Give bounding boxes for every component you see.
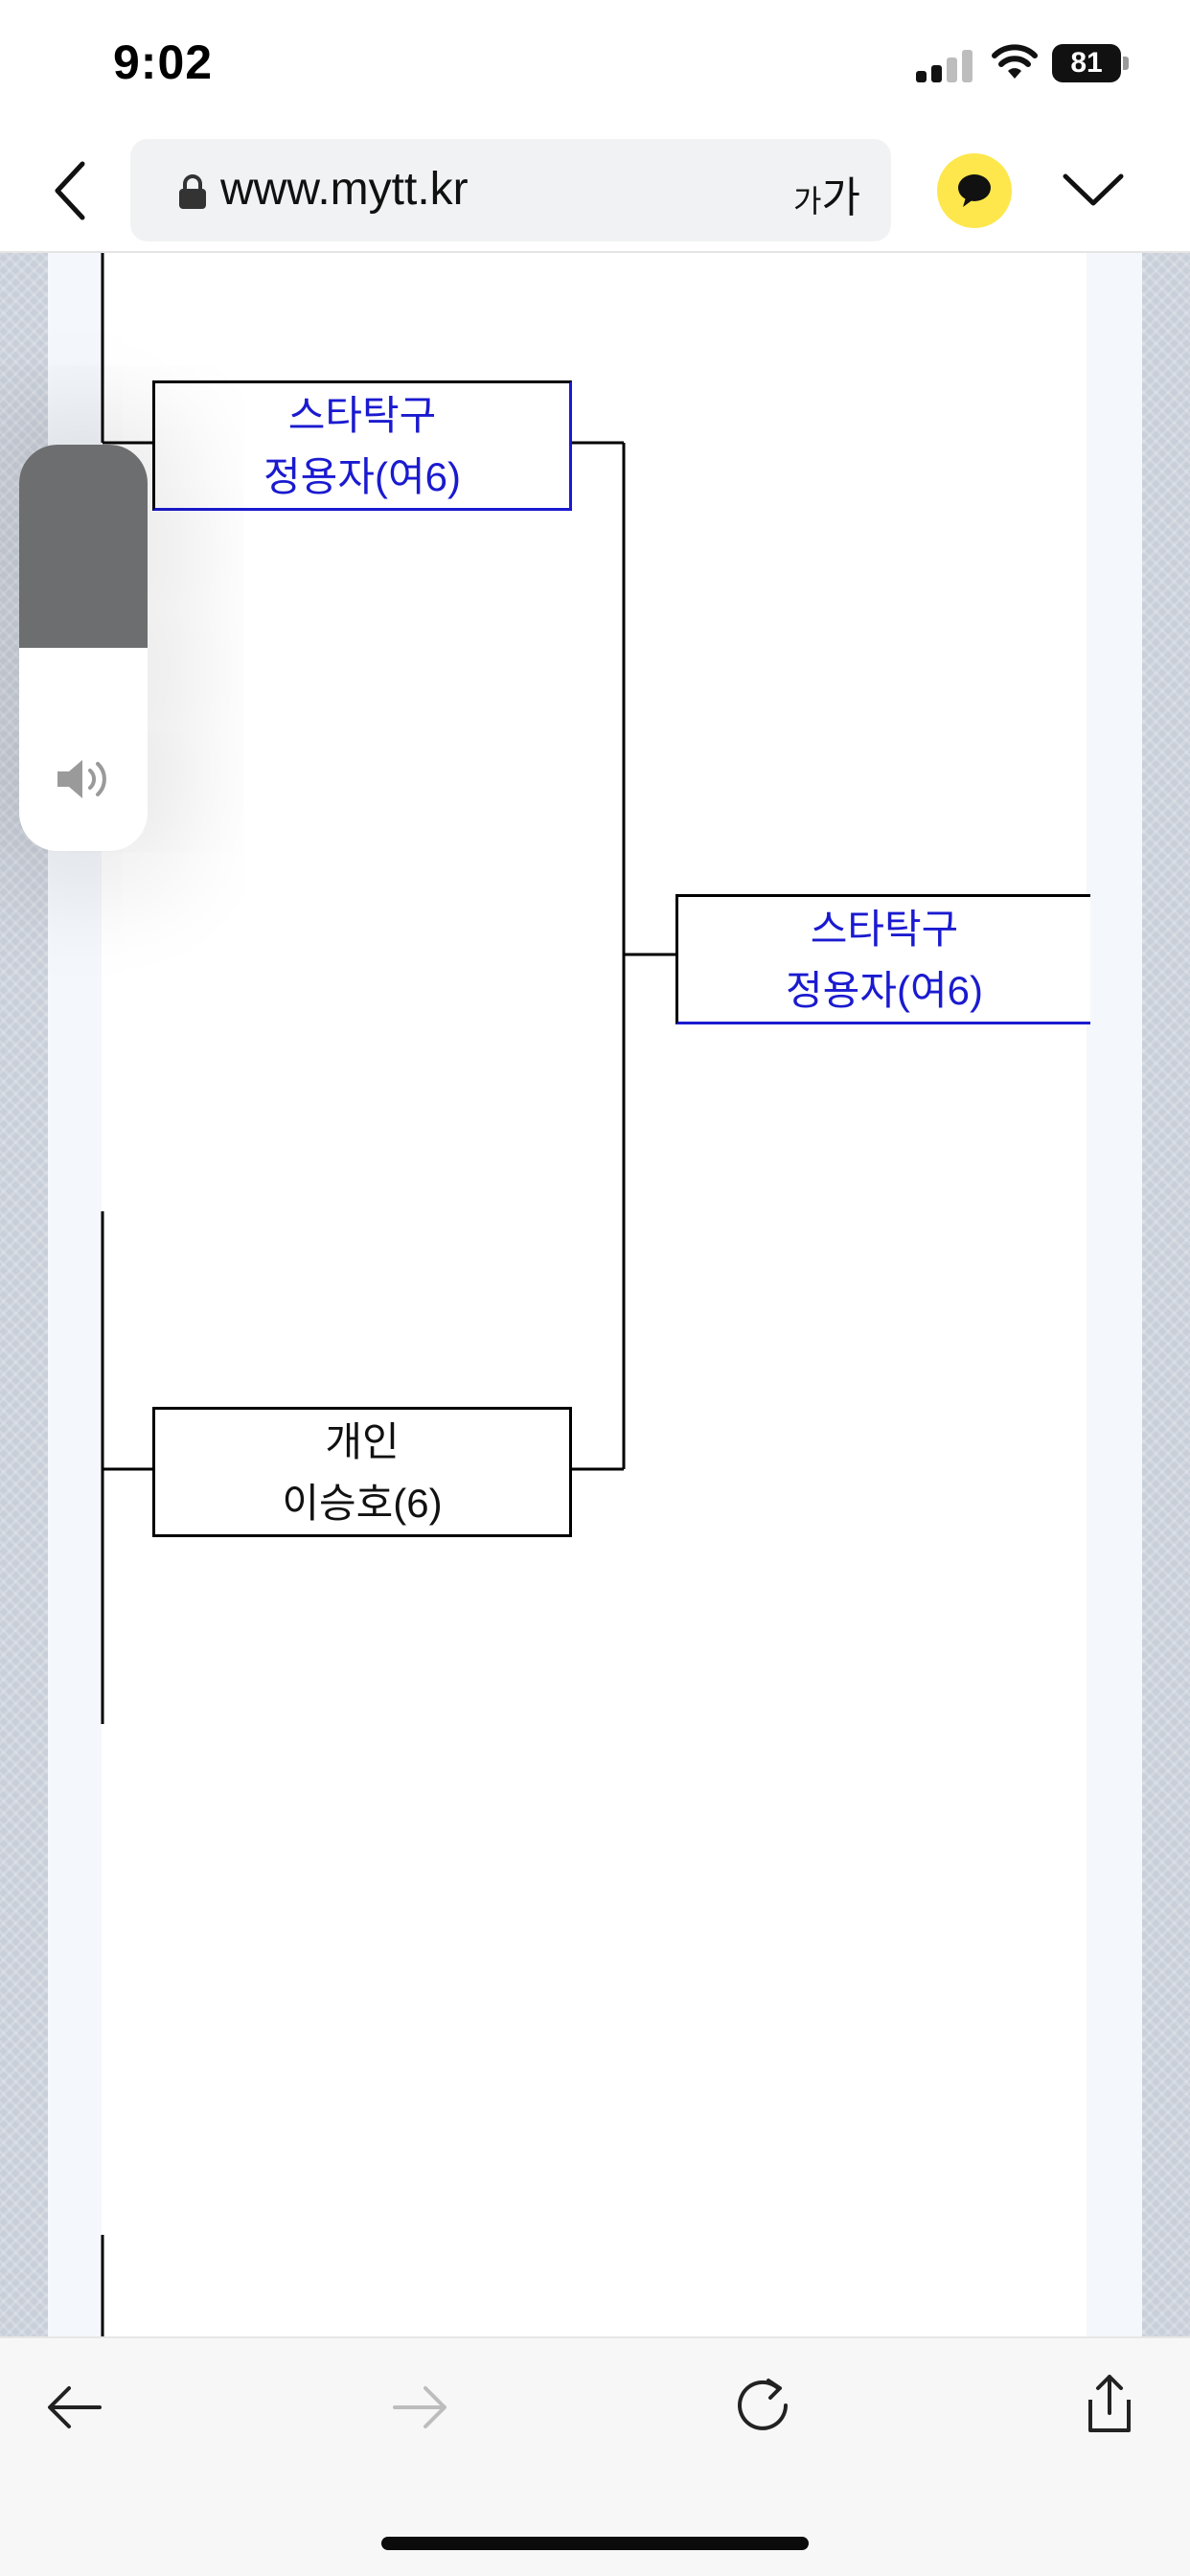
chevron-left-icon[interactable] bbox=[52, 160, 90, 221]
match-3-player: 이승호(6) bbox=[282, 1481, 443, 1526]
arrow-left-icon[interactable] bbox=[44, 2377, 105, 2438]
status-time: 9:02 bbox=[113, 35, 214, 89]
home-indicator[interactable] bbox=[381, 2537, 809, 2550]
address-bar[interactable] bbox=[130, 139, 891, 242]
battery-level: 81 bbox=[1052, 44, 1121, 82]
web-page-content[interactable]: 스타탁구 정용자(여6) 스타탁구 정용자(여6) 개인 이승호(6) bbox=[0, 253, 1190, 2336]
match-2-club: 스타탁구 bbox=[810, 907, 959, 952]
arrow-right-icon[interactable] bbox=[389, 2377, 450, 2438]
speaker-icon bbox=[57, 760, 106, 798]
cellular-signal-icon bbox=[916, 50, 975, 82]
bracket-lines bbox=[101, 253, 676, 2336]
text-size-small-label: 가 bbox=[793, 184, 822, 218]
bracket-sheet bbox=[102, 253, 1087, 2336]
battery-icon: 81 bbox=[1052, 44, 1129, 82]
url-text[interactable]: www.mytt.kr bbox=[220, 164, 469, 215]
reload-icon[interactable] bbox=[732, 2375, 793, 2436]
volume-hud[interactable] bbox=[19, 445, 148, 851]
chevron-down-icon[interactable] bbox=[1062, 171, 1125, 209]
share-icon[interactable] bbox=[1079, 2373, 1140, 2434]
wifi-icon bbox=[992, 44, 1038, 79]
chat-bubble-icon bbox=[958, 174, 991, 207]
match-1-player: 정용자(여6) bbox=[263, 454, 461, 499]
text-size-large-label: 가 bbox=[821, 174, 860, 221]
nav-divider bbox=[0, 251, 1190, 253]
text-size-button[interactable]: 가가 bbox=[793, 163, 860, 224]
status-bar bbox=[0, 0, 1190, 129]
match-2-player: 정용자(여6) bbox=[786, 968, 983, 1013]
match-3-club: 개인 bbox=[325, 1419, 400, 1464]
lock-icon bbox=[179, 174, 206, 209]
bracket-match-3[interactable]: 개인 이승호(6) bbox=[152, 1407, 572, 1537]
kakaotalk-button[interactable] bbox=[937, 153, 1012, 228]
match-1-club: 스타탁구 bbox=[287, 393, 437, 438]
bracket-match-1[interactable]: 스타탁구 정용자(여6) bbox=[152, 380, 572, 511]
volume-level-fill bbox=[19, 445, 148, 648]
bracket-match-2[interactable]: 스타탁구 정용자(여6) bbox=[675, 894, 1090, 1024]
browser-toolbar bbox=[0, 2336, 1190, 2576]
